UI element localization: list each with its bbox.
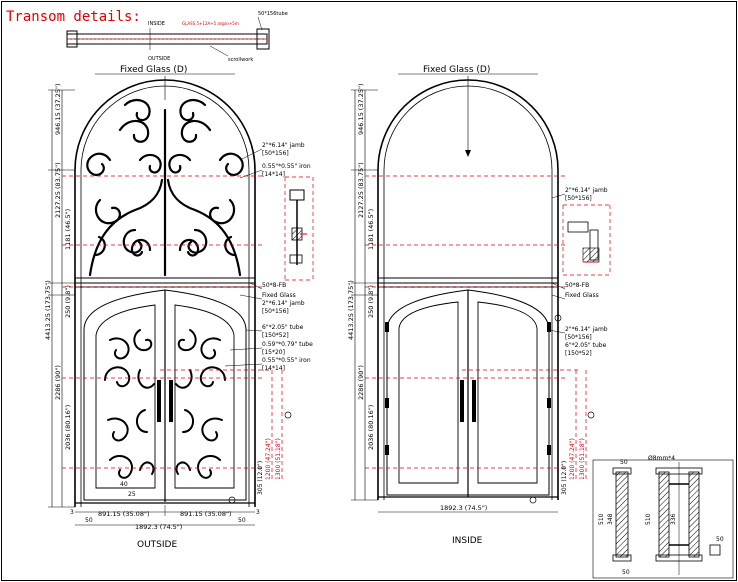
outside-label-iron: 0.55"*0.55" iron xyxy=(262,163,311,170)
inside-label-jamb2: 2"*6.14" jamb xyxy=(565,326,608,333)
outside-dim-width: 1892.3 (74.5") xyxy=(135,523,182,531)
outside-handle-1300: 1300 (51.18") xyxy=(275,438,282,480)
outside-dim-total: 4413.25 (173.75") xyxy=(44,280,52,340)
outside-label-fixed-glass: Fixed Glass xyxy=(262,292,296,299)
outside-small-50b: 50 xyxy=(238,517,246,524)
outside-small-3: 3 xyxy=(70,509,74,516)
inside-dim-250: 250 (9.8") xyxy=(367,285,375,318)
detail-dim-50-bottom: 50 xyxy=(622,569,630,576)
detail-dim-336: 336 xyxy=(670,513,677,525)
inside-label-tube: 6"*2.05" tube xyxy=(565,342,607,349)
outside-label-iron2: 0.55"*0.55" iron xyxy=(262,357,311,364)
transom-tube-label: 50*156tube xyxy=(258,11,288,17)
handle-detail: Ø8mm*4 50 348 510 510 336 50 50 xyxy=(592,455,734,579)
inside-dim-2036: 2036 (80.16") xyxy=(367,405,375,450)
inside-elevation: Fixed Glass (D) 4413.25 (173.75") 946.15… xyxy=(347,65,611,546)
outside-dim-1181: 1181 (46.5") xyxy=(64,209,72,250)
outside-dim-leaf-left: 891.15 (35.08") xyxy=(98,510,149,518)
outside-small-50: 50 xyxy=(85,517,93,524)
jamb-section-detail xyxy=(289,189,307,265)
detail-dim-510-left: 510 xyxy=(598,513,605,525)
outside-label-tube2-size: [15*20] xyxy=(262,349,285,356)
outside-dim-250: 250 (9.8") xyxy=(64,285,72,318)
outside-elevation: Fixed Glass (D) 4413.25 (173.75") 946.15… xyxy=(44,65,314,550)
outside-small-25: 25 xyxy=(128,491,136,498)
inside-bottom-dim: 305 (12.0") xyxy=(561,461,568,495)
transom-glass-note: GLASS 5+12A+5 argon+5m xyxy=(182,21,239,26)
inside-dim-total: 4413.25 (173.75") xyxy=(347,280,355,340)
outside-fixed-glass-label: Fixed Glass (D) xyxy=(120,65,187,75)
detail-dim-348: 348 xyxy=(607,513,614,525)
outside-dim-transom: 2127.25 (83.75") xyxy=(54,162,62,218)
outside-label-tube: 6"*2.05" tube xyxy=(262,324,304,331)
transom-outside-label: OUTSIDE xyxy=(148,56,170,62)
inside-handle-1200: 1200 (47.24") xyxy=(569,438,576,480)
inside-label-jamb: 2"*6.14" jamb xyxy=(565,187,608,194)
outside-handle-1200: 1200 (47.24") xyxy=(265,438,272,480)
detail-bolt-label: Ø8mm*4 xyxy=(648,455,675,462)
outside-dim-arch: 946.15 (37.25") xyxy=(54,84,62,135)
outside-caption: OUTSIDE xyxy=(137,540,177,550)
inside-dim-2286: 2286 (90") xyxy=(357,365,365,400)
inside-handle-1300: 1300 (51.18") xyxy=(579,438,586,480)
transom-scrollwork xyxy=(86,98,244,277)
outside-dim-2286: 2286 (90") xyxy=(54,365,62,400)
door-scrollwork xyxy=(104,329,226,479)
inside-dim-arch: 946.15 (37.25") xyxy=(357,84,365,135)
inside-label-jamb-size: [50*156] xyxy=(565,195,592,202)
transom-scrollwork-label: scrollwork xyxy=(228,57,253,63)
detail-dim-510-right: 510 xyxy=(645,513,652,525)
outside-label-tube2: 0.59"*0.79" tube xyxy=(262,341,313,348)
outside-label-jamb: 2"*6.14" jamb xyxy=(262,142,305,149)
outside-label-jamb-size: [50*156] xyxy=(262,150,289,157)
inside-section-detail xyxy=(567,221,600,263)
outside-dim-2036: 2036 (80.16") xyxy=(64,405,72,450)
outside-small-40: 40 xyxy=(120,481,128,488)
outside-dim-leaf-right: 891.15 (35.08") xyxy=(180,510,231,518)
transom-detail: INSIDE GLASS 5+12A+5 argon+5m 50*156tube… xyxy=(66,11,288,63)
inside-dim-transom: 2127.25 (83.75") xyxy=(357,162,365,218)
inside-label-fb: 50*8-FB xyxy=(565,282,589,289)
outside-label-tube-size: [150*52] xyxy=(262,332,289,339)
inside-label-fixed-glass: Fixed Glass xyxy=(565,292,599,299)
outside-bottom-dim: 305 (12.0") xyxy=(257,461,264,495)
inside-label-jamb2-size: [50*156] xyxy=(565,334,592,341)
inside-caption: INSIDE xyxy=(452,536,483,546)
outside-small-3b: 3 xyxy=(256,509,260,516)
outside-label-iron-size: [14*14] xyxy=(262,171,285,178)
inside-dim-width: 1892.3 (74.5") xyxy=(440,504,487,512)
inside-dim-1181: 1181 (46.5") xyxy=(367,209,375,250)
transom-inside-label: INSIDE xyxy=(148,21,165,27)
outside-label-fb: 50*8-FB xyxy=(262,282,286,289)
detail-dim-50-side: 50 xyxy=(716,536,724,543)
inside-label-tube-size: [150*52] xyxy=(565,350,592,357)
transom-title: Transom details: xyxy=(6,9,141,25)
outside-label-jamb2-size: [50*156] xyxy=(262,308,289,315)
detail-dim-50-top: 50 xyxy=(620,459,628,466)
outside-label-iron2-size: [14*14] xyxy=(262,365,285,372)
inside-fixed-glass-label: Fixed Glass (D) xyxy=(423,65,490,75)
outside-label-jamb2: 2"*6.14" jamb xyxy=(262,300,305,307)
